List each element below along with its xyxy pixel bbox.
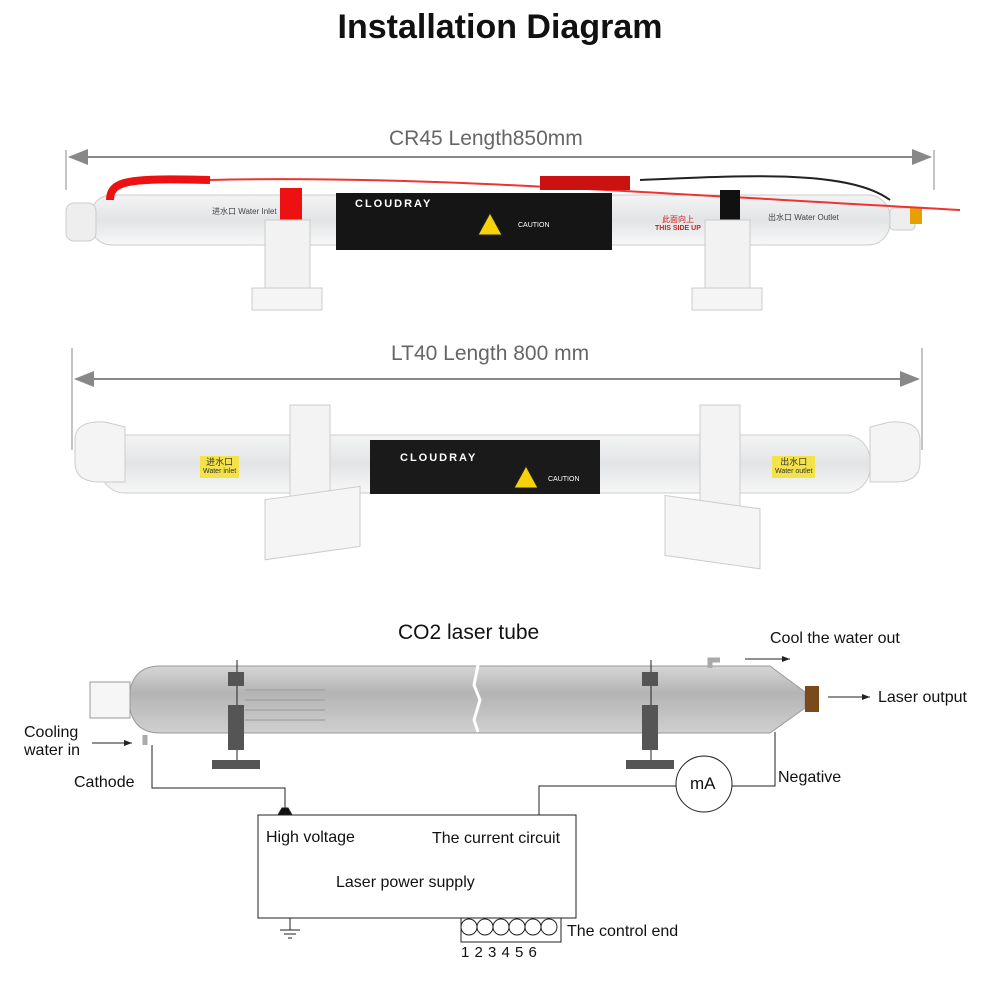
power-supply-label: Laser power supply: [336, 874, 475, 891]
lt40-dimension-line: [71, 348, 923, 450]
current-circuit-label: The current circuit: [432, 830, 561, 847]
lt40-brand: CLOUDRAY: [400, 452, 478, 464]
cr45-side-up-cn: 此面向上: [662, 215, 694, 224]
cr45-inlet-label: 进水口 Water Inlet: [212, 207, 277, 216]
high-voltage-label: High voltage: [266, 829, 355, 846]
circuit-wires: [92, 656, 870, 943]
cool-water-out-label: Cool the water out: [770, 630, 900, 647]
co2-tube-schematic: [89, 657, 819, 769]
inlet-en: Water inlet: [203, 468, 237, 475]
cathode-label: Cathode: [74, 774, 135, 791]
terminal-numbers: 1 2 3 4 5 6: [461, 944, 537, 961]
cr45-caution: CAUTION: [518, 222, 550, 229]
outlet-cn: 出水口: [780, 457, 808, 467]
page-title: Installation Diagram: [337, 8, 663, 46]
cooling-water-in-label-2: water in: [24, 742, 81, 759]
outlet-en: Water outlet: [775, 468, 813, 475]
negative-label: Negative: [778, 769, 842, 786]
cr45-outlet-label: 出水口 Water Outlet: [768, 213, 839, 222]
lt40-tube: [74, 404, 921, 570]
cooling-water-in-label-1: Cooling: [24, 724, 79, 741]
lt40-caution: CAUTION: [548, 476, 580, 483]
control-end-label: The control end: [567, 923, 679, 940]
cr45-brand: CLOUDRAY: [355, 198, 433, 210]
inlet-cn: 进水口: [206, 457, 234, 467]
cr45-tube: [65, 175, 961, 311]
cr45-dimension-line: [65, 149, 935, 190]
cr45-side-up-en: THIS SIDE UP: [655, 225, 701, 232]
schematic-title: CO2 laser tube: [398, 621, 540, 644]
milliammeter: mA: [690, 774, 716, 793]
laser-output-label: Laser output: [878, 689, 967, 706]
cr45-length-label: CR45 Length850mm: [389, 127, 583, 150]
lt40-length-label: LT40 Length 800 mm: [391, 342, 590, 365]
